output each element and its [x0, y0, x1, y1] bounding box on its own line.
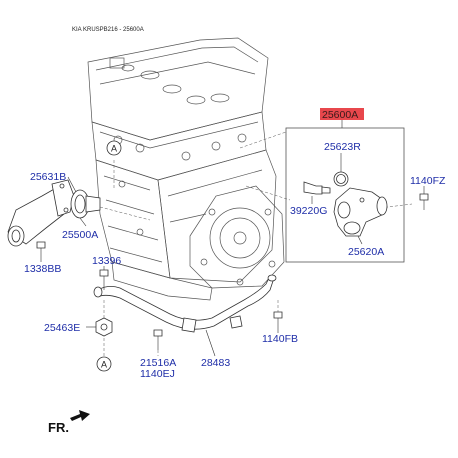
- label-25463e[interactable]: 25463E: [44, 322, 80, 334]
- assembly-label-highlight: [320, 108, 364, 120]
- label-1140ej[interactable]: 1140EJ: [140, 368, 175, 380]
- thermostat-cover-part[interactable]: [7, 179, 75, 247]
- label-1338bb[interactable]: 1338BB: [24, 263, 61, 275]
- label-25620a[interactable]: 25620A: [348, 246, 384, 258]
- label-25500a[interactable]: 25500A: [62, 229, 98, 241]
- o-ring-25623r-part[interactable]: [333, 171, 349, 187]
- callout-a-bottom[interactable]: A: [96, 356, 112, 372]
- callout-a-top-letter: A: [111, 144, 117, 154]
- front-arrow-icon: [70, 410, 90, 421]
- water-inlet-fitting-part[interactable]: [333, 187, 388, 237]
- engine-block: [87, 37, 285, 301]
- callout-a-top[interactable]: A: [106, 140, 122, 156]
- water-pipe-part[interactable]: [93, 274, 277, 333]
- stud-13396-part[interactable]: [99, 269, 109, 290]
- assembly-label[interactable]: 25600A: [322, 109, 358, 121]
- bolt-1140fb-part[interactable]: [273, 311, 283, 330]
- label-25631b[interactable]: 25631B: [30, 171, 66, 183]
- bolt-1338bb-part[interactable]: [36, 241, 46, 260]
- orientation-label: FR.: [48, 420, 69, 435]
- bolt-1140fz-part[interactable]: [419, 193, 429, 210]
- nut-25463e-part[interactable]: [95, 317, 113, 337]
- label-13396[interactable]: 13396: [92, 255, 121, 267]
- label-1140fb[interactable]: 1140FB: [262, 333, 298, 345]
- thermostat-part[interactable]: [70, 189, 101, 219]
- reference-lines: [99, 131, 413, 356]
- label-1140fz[interactable]: 1140FZ: [410, 175, 446, 187]
- label-28483[interactable]: 28483: [201, 357, 230, 369]
- label-25623r[interactable]: 25623R: [324, 141, 361, 153]
- temp-sensor-39220g-part[interactable]: [303, 181, 331, 195]
- leader-lines: [40, 153, 425, 357]
- label-39220g[interactable]: 39220G: [290, 205, 327, 217]
- bolt-21516a-part[interactable]: [153, 329, 163, 350]
- assembly-group-box: [285, 127, 405, 263]
- label-21516a[interactable]: 21516A: [140, 357, 176, 369]
- diagram-header: KIA KRUSPB216 - 25600A: [72, 27, 144, 33]
- callout-a-bottom-letter: A: [101, 360, 107, 370]
